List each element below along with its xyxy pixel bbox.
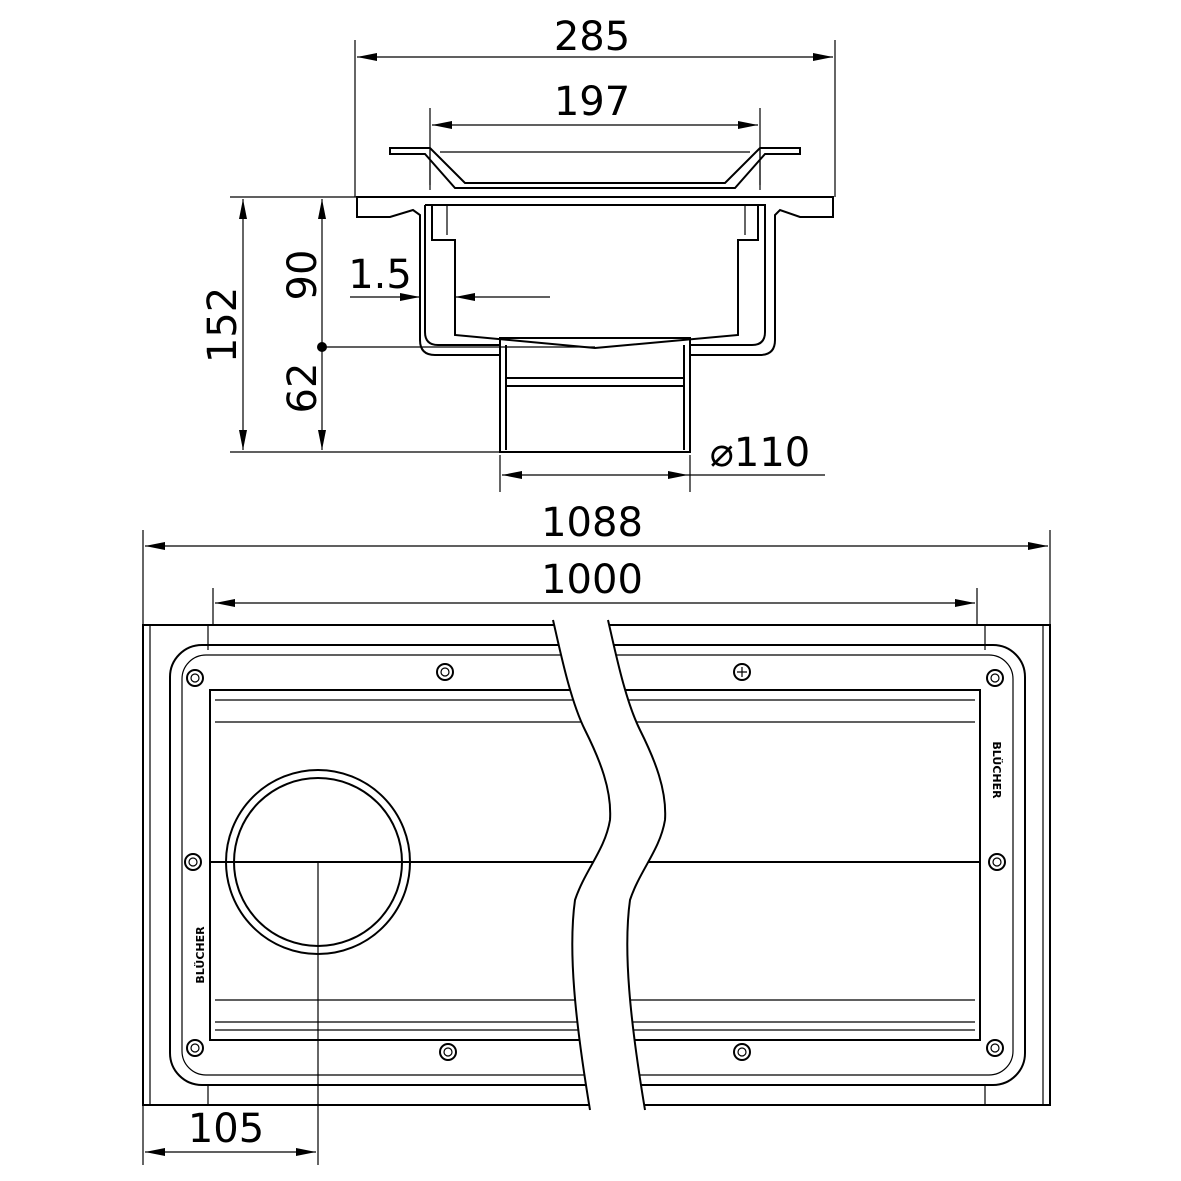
screw-icon xyxy=(733,663,751,681)
dimension-label: 285 xyxy=(554,14,630,60)
dimension-label: 62 xyxy=(280,363,326,414)
screw-icon xyxy=(186,1039,204,1057)
dimension-152: 152 xyxy=(200,199,247,450)
screw-icon xyxy=(988,853,1006,871)
dimension-label: ⌀110 xyxy=(710,430,810,476)
dimension-label: 197 xyxy=(554,79,630,125)
dimension-label: 1.5 xyxy=(348,252,412,298)
dimension-label: 90 xyxy=(280,250,326,301)
break-line xyxy=(552,619,667,1111)
dimension-110: ⌀110 xyxy=(499,430,825,492)
brand-logo: BLÜCHER xyxy=(990,741,1004,799)
screw-icon xyxy=(436,663,454,681)
screw-icon xyxy=(733,1043,751,1061)
plan-view: 1088 1000 xyxy=(142,500,1051,1165)
dimension-90-62: 90 62 xyxy=(280,199,327,450)
dimension-285: 285 xyxy=(354,14,836,197)
dimension-label: 1000 xyxy=(541,557,643,603)
section-view: 285 197 xyxy=(200,14,836,492)
dimension-1-5: 1.5 xyxy=(348,252,550,301)
dimension-1000: 1000 xyxy=(212,557,978,625)
dimension-197: 197 xyxy=(429,79,761,190)
dimension-label: 152 xyxy=(200,287,246,363)
dimension-105: 105 xyxy=(145,1106,316,1156)
screw-icon xyxy=(184,853,202,871)
dimension-label: 105 xyxy=(188,1106,264,1152)
brand-logo: BLÜCHER xyxy=(193,926,207,984)
outlet-opening xyxy=(225,769,411,1165)
screw-icon xyxy=(186,669,204,687)
outlet-pipe xyxy=(499,338,691,453)
screw-icon xyxy=(439,1043,457,1061)
screw-icon xyxy=(986,1039,1004,1057)
screws xyxy=(184,663,1006,1061)
grate xyxy=(389,147,801,189)
dimension-label: 1088 xyxy=(541,500,643,546)
screw-icon xyxy=(986,669,1004,687)
channel-body xyxy=(356,196,834,356)
dimension-1088: 1088 xyxy=(142,500,1051,1165)
